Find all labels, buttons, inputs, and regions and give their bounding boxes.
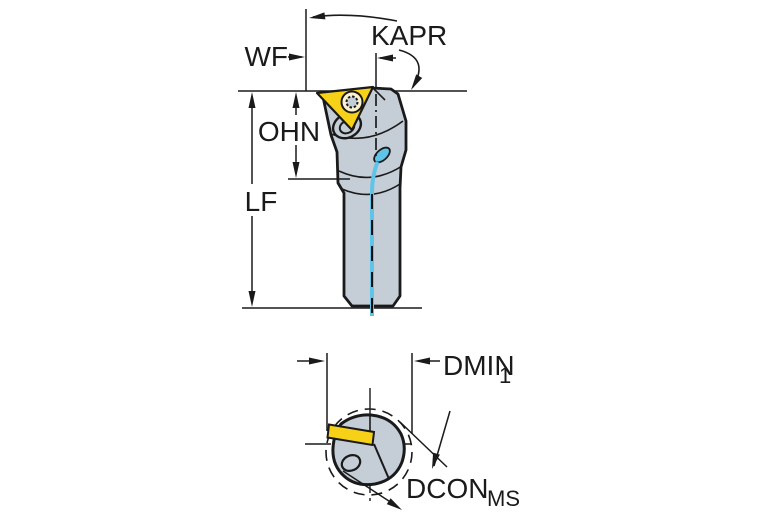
wf-label: WF [244,41,288,72]
insert-edge-view [326,423,376,447]
tool-body [321,86,408,308]
lf-label-bg [235,184,287,216]
dmin-label: DMIN [443,350,515,381]
neck-arc-upper [338,165,403,179]
dcon-arrowhead-upper [432,452,440,469]
dcon-extension-upper [399,421,448,468]
wf-arrowhead-left [289,53,305,61]
dmin-arrowhead-right [414,357,430,365]
wf-arrowhead-right [377,54,393,62]
coolant-centerline [370,161,380,316]
dcon-subscript: MS [487,486,520,511]
dmin-arrowhead-left [309,357,325,365]
ohn-label-bg [258,115,321,145]
tip-facet-line [373,88,386,101]
kapr-arc-arrowhead [411,74,423,90]
ohn-label: OHN [258,116,320,147]
shank-cross-section [331,413,406,487]
dmin-circle [325,408,413,496]
kapr-leader-arrowhead [309,12,326,20]
lf-arrowhead-top [248,92,256,108]
lf-arrowhead-bottom [248,291,256,307]
cross-section-facet-line [373,443,390,480]
dcon-label: DCON [406,473,488,504]
dmin-subscript: 1 [499,363,511,388]
coolant-hole [373,146,391,164]
lf-label: LF [245,186,278,217]
dcon-arrowhead-lower [386,498,402,510]
ohn-arrowhead-top [292,92,300,108]
ohn-arrowhead-bottom [292,162,300,178]
insert-screw-torx-icon [345,95,359,109]
cross-section-screw-hole [340,454,362,472]
kapr-label: KAPR [371,20,447,51]
